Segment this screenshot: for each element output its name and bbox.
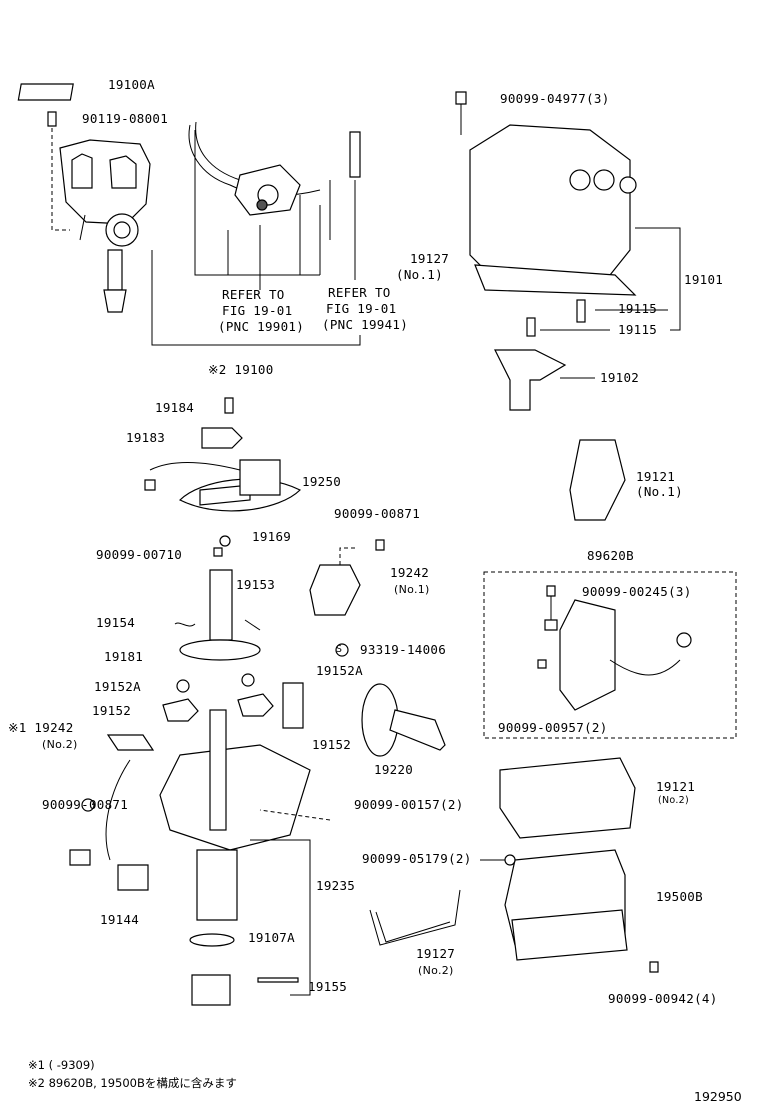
part-label-19121-no2: 19121	[656, 779, 696, 794]
part-label-89620B: 89620B	[587, 548, 634, 563]
part-label-19121-no1: 19121	[636, 469, 676, 484]
part-label-19127-no2-sub: (No.2)	[418, 964, 454, 977]
part-label-19154: 19154	[96, 615, 136, 630]
part-label-19121-no1-sub: (No.1)	[636, 484, 683, 499]
part-label-19107A: 19107A	[248, 930, 295, 945]
refer-note-1-line1: REFER TO	[222, 287, 285, 302]
part-label-90099-00710: 90099-00710	[96, 547, 183, 562]
part-label-19127-no1: 19127	[410, 251, 450, 266]
part-label-19121-no2-sub: (No.2)	[658, 795, 690, 806]
part-label-19102: 19102	[600, 370, 640, 385]
part-label-19153: 19153	[236, 577, 276, 592]
part-label-19169: 19169	[252, 529, 292, 544]
part-label-19100A: 19100A	[108, 77, 155, 92]
distributor-cap-drawing	[455, 91, 681, 411]
footnote-2: ※2 89620B, 19500Bを構成に含みます	[28, 1076, 237, 1090]
part-label-19115-a: 19115	[618, 301, 658, 316]
distributor-assembly-drawing	[17, 83, 361, 346]
refer-note-1-line2: FIG 19-01	[222, 303, 293, 318]
figure-number: 192950	[694, 1089, 742, 1104]
part-label-19155: 19155	[308, 979, 348, 994]
part-label-93319-14006-circle: S	[336, 644, 343, 655]
refer-note-2-line1: REFER TO	[328, 285, 391, 300]
part-label-19250: 19250	[302, 474, 342, 489]
part-label-19152A-right: 19152A	[316, 663, 363, 678]
ignitor-and-governor-drawing	[309, 439, 737, 973]
footnote-1: ※1 ( -9309)	[28, 1058, 95, 1072]
part-label-19144: 19144	[100, 912, 140, 927]
part-label-19500B: 19500B	[656, 889, 703, 904]
part-label-90099-00245: 90099-00245(3)	[582, 584, 692, 599]
part-label-19242-no1: 19242	[390, 565, 430, 580]
part-label-19242-no2: ※1 19242	[8, 720, 74, 735]
part-label-90099-00871-a: 90099-00871	[334, 506, 421, 521]
part-label-19220: 19220	[374, 762, 414, 777]
part-label-19184: 19184	[155, 400, 195, 415]
part-label-19100: ※2 19100	[208, 362, 274, 377]
part-label-19242-no2-sub: (No.2)	[42, 738, 78, 751]
part-label-19181: 19181	[104, 649, 144, 664]
part-label-19235: 19235	[316, 878, 356, 893]
part-label-90099-00957: 90099-00957(2)	[498, 720, 608, 735]
part-label-93319-14006: 93319-14006	[360, 642, 447, 657]
part-label-19152-right: 19152	[312, 737, 352, 752]
refer-note-2-line3: (PNC 19941)	[322, 317, 409, 332]
part-label-90099-04977: 90099-04977(3)	[500, 91, 610, 106]
part-label-90099-05179: 90099-05179(2)	[362, 851, 472, 866]
part-label-19242-no1-sub: (No.1)	[394, 583, 430, 596]
part-label-19101: 19101	[684, 272, 724, 287]
part-label-19115-b: 19115	[618, 322, 658, 337]
part-label-19152-left: 19152	[92, 703, 132, 718]
part-label-90099-00157: 90099-00157(2)	[354, 797, 464, 812]
part-label-19183: 19183	[126, 430, 166, 445]
part-label-19127-no1-sub: (No.1)	[396, 267, 443, 282]
part-label-19127-no2: 19127	[416, 946, 456, 961]
part-label-19152A-left: 19152A	[94, 679, 141, 694]
refer-note-2-line2: FIG 19-01	[326, 301, 397, 316]
refer-note-1-line3: (PNC 19901)	[218, 319, 305, 334]
distributor-internal-parts-drawing	[69, 397, 331, 1006]
part-label-90099-00942: 90099-00942(4)	[608, 991, 718, 1006]
part-label-90119-08001: 90119-08001	[82, 111, 169, 126]
part-label-90099-00871-b: 90099-00871	[42, 797, 129, 812]
